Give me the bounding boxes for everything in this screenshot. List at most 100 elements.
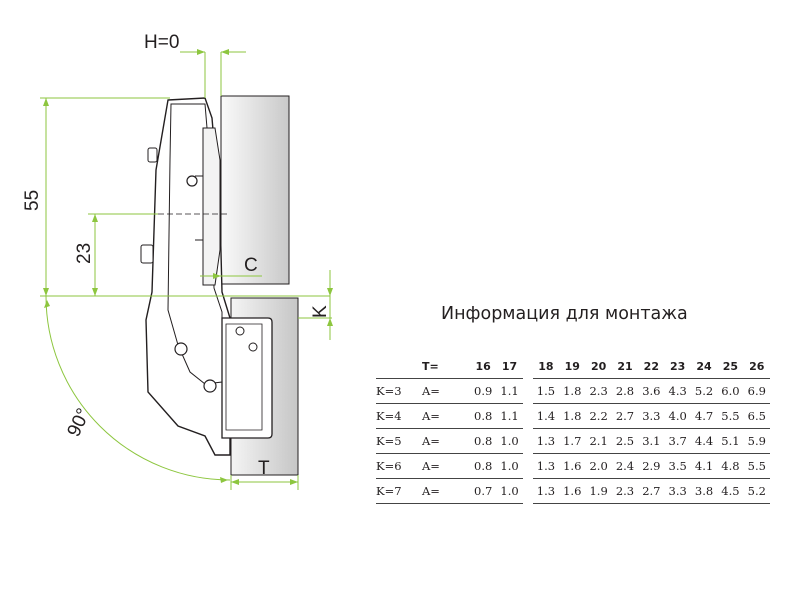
row-value: 6.9 [743,378,770,404]
column-gap [523,429,533,454]
row-value: 4.0 [664,403,691,429]
mounting-info-title: Информация для монтажа [441,304,688,324]
header-t-cell: T= [422,354,470,379]
row-value: 1.5 [532,378,560,404]
screw-icon [203,379,217,393]
row-value: 1.0 [496,428,523,454]
header-k-cell [376,354,422,379]
column-gap [523,404,533,429]
screw-icon [186,175,198,187]
row-value: 1.6 [559,453,586,479]
row-value: 4.8 [717,453,744,479]
header-t-value: 16 [470,354,497,379]
row-value: 2.4 [611,453,639,479]
row-value: 0.8 [470,428,497,454]
header-t-value: 26 [743,354,770,379]
column-gap [523,479,533,504]
header-t-value: 17 [496,354,523,379]
header-t-value: 19 [559,354,586,379]
screw-icon [174,342,188,356]
header-t-value: 20 [585,354,612,379]
row-k-label: K=6 [376,453,422,479]
row-value: 1.6 [559,478,586,504]
row-value: 2.3 [611,478,639,504]
row-value: 2.5 [611,428,639,454]
header-t-value: 18 [532,354,560,379]
row-a-label: A= [422,453,470,479]
row-a-label: A= [422,403,470,429]
row-value: 1.0 [496,453,523,479]
mounting-plate [221,317,273,439]
row-value: 0.8 [470,453,497,479]
row-value: 4.4 [690,428,718,454]
row-value: 5.5 [717,403,744,429]
row-value: 3.1 [638,428,665,454]
row-value: 4.3 [664,378,691,404]
adjust-screw-icon [140,244,154,264]
row-value: 2.7 [611,403,639,429]
row-k-label: K=5 [376,428,422,454]
row-value: 2.1 [585,428,612,454]
row-value: 0.9 [470,378,497,404]
row-value: 2.2 [585,403,612,429]
row-a-label: A= [422,378,470,404]
label-55: 55 [22,190,43,211]
row-value: 0.8 [470,403,497,429]
header-t-value: 22 [638,354,665,379]
column-gap [523,454,533,479]
row-value: 4.1 [690,453,718,479]
row-value: 1.3 [532,478,560,504]
label-k: K [310,305,331,318]
hinge-cup-outline [202,127,221,286]
label-23: 23 [74,243,95,264]
row-value: 3.3 [638,403,665,429]
row-value: 5.2 [690,378,718,404]
row-value: 5.2 [743,478,770,504]
header-t-value: 25 [717,354,744,379]
label-angle: 90° [63,405,94,440]
row-k-label: K=4 [376,403,422,429]
row-value: 2.7 [638,478,665,504]
row-value: 1.3 [532,453,560,479]
column-gap [523,354,533,379]
row-value: 2.8 [611,378,639,404]
label-h: H=0 [144,32,179,53]
row-value: 2.9 [638,453,665,479]
row-value: 1.1 [496,403,523,429]
column-gap [523,379,533,404]
row-a-label: A= [422,428,470,454]
row-k-label: K=7 [376,478,422,504]
row-value: 1.8 [559,403,586,429]
row-a-label: A= [422,478,470,504]
row-value: 1.8 [559,378,586,404]
row-value: 6.0 [717,378,744,404]
row-k-label: K=3 [376,378,422,404]
screw-icon [235,326,245,336]
row-value: 1.0 [496,478,523,504]
row-value: 5.5 [743,453,770,479]
row-value: 5.9 [743,428,770,454]
row-value: 2.0 [585,453,612,479]
row-value: 1.3 [532,428,560,454]
header-t-value: 23 [664,354,691,379]
row-value: 1.1 [496,378,523,404]
row-value: 3.7 [664,428,691,454]
header-t-value: 24 [690,354,718,379]
row-value: 3.6 [638,378,665,404]
mounting-plate-inner [225,323,263,431]
row-value: 4.5 [717,478,744,504]
row-value: 6.5 [743,403,770,429]
dimension-arrows [43,49,333,485]
door-panel [220,95,290,285]
label-c: C [244,255,258,276]
row-value: 3.8 [690,478,718,504]
adjust-screw-icon [147,147,158,163]
row-value: 4.7 [690,403,718,429]
